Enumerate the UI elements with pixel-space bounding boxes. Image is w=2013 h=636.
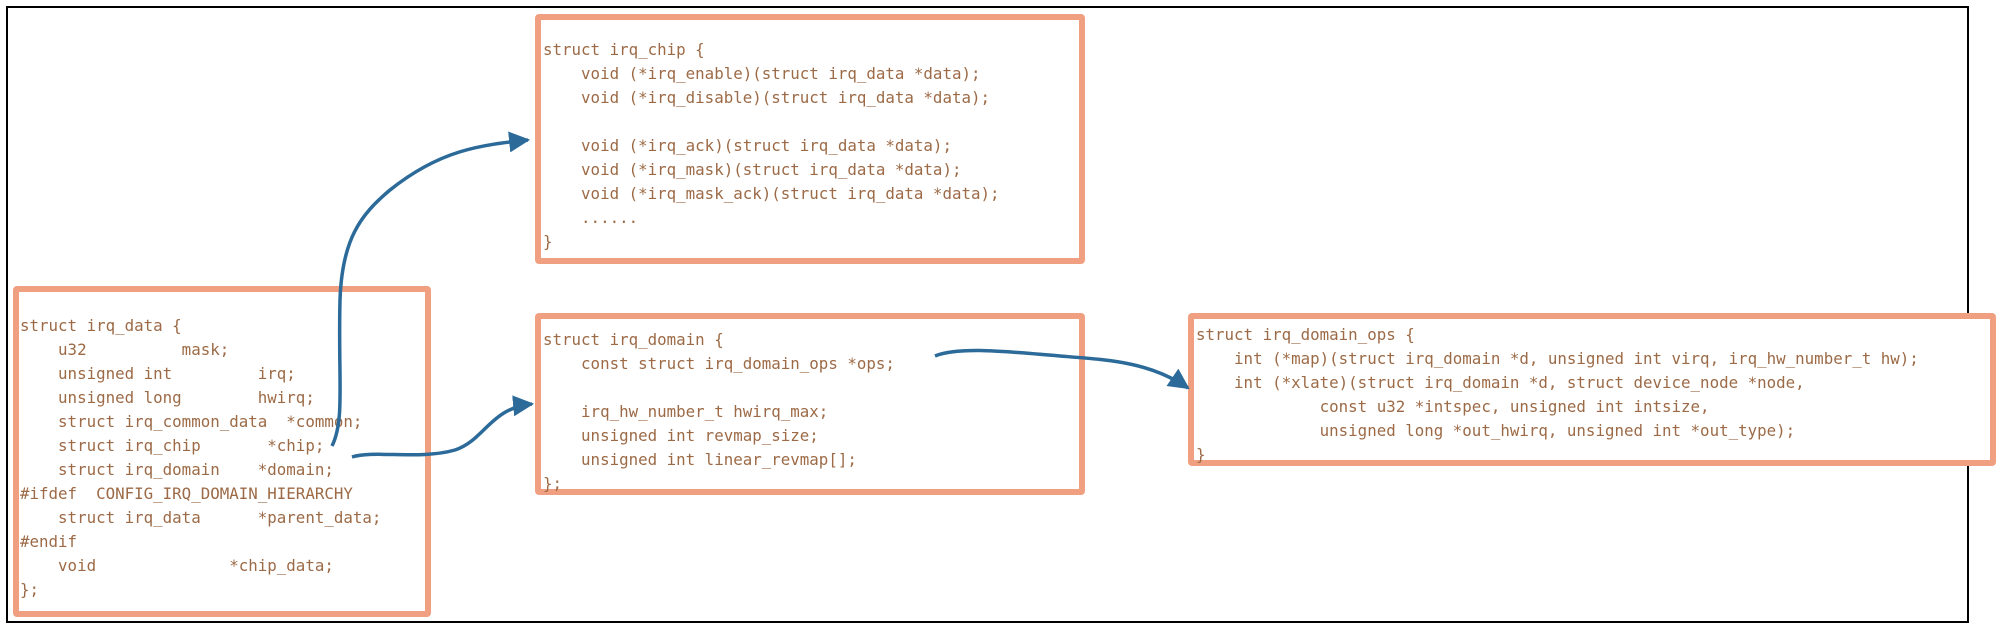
code-line: int (*map)(struct irq_domain *d, unsigne… — [1196, 349, 1919, 368]
code-line — [543, 110, 1000, 134]
code-line: void (*irq_mask)(struct irq_data *data); — [543, 160, 962, 179]
irq-data-code: struct irq_data { u32 mask; unsigned int… — [20, 314, 381, 602]
code-line: struct irq_chip *chip; — [20, 436, 325, 455]
code-line: struct irq_domain { — [543, 330, 724, 349]
irq-data-struct-box: struct irq_data { u32 mask; unsigned int… — [13, 286, 431, 617]
code-line: struct irq_common_data *common; — [20, 412, 363, 431]
code-line: unsigned int irq; — [20, 364, 296, 383]
code-line: struct irq_data { — [20, 316, 182, 335]
code-line: void (*irq_mask_ack)(struct irq_data *da… — [543, 184, 1000, 203]
code-line: #endif — [20, 532, 78, 551]
code-line — [543, 376, 895, 400]
irq-chip-code: struct irq_chip { void (*irq_enable)(str… — [543, 38, 1000, 254]
code-line: void *chip_data; — [20, 556, 334, 575]
code-line: void (*irq_ack)(struct irq_data *data); — [543, 136, 952, 155]
code-line: struct irq_data *parent_data; — [20, 508, 382, 527]
code-line: struct irq_domain *domain; — [20, 460, 334, 479]
code-line: struct irq_chip { — [543, 40, 705, 59]
irq-chip-struct-box: struct irq_chip { void (*irq_enable)(str… — [535, 14, 1085, 264]
code-line: } — [543, 232, 553, 251]
code-line: const struct irq_domain_ops *ops; — [543, 354, 895, 373]
code-line: irq_hw_number_t hwirq_max; — [543, 402, 829, 421]
code-line: unsigned long *out_hwirq, unsigned int *… — [1196, 421, 1796, 440]
code-line: void (*irq_enable)(struct irq_data *data… — [543, 64, 981, 83]
code-line: }; — [543, 474, 563, 493]
irq-domain-struct-box: struct irq_domain { const struct irq_dom… — [535, 313, 1085, 495]
irq-domain-ops-struct-box: struct irq_domain_ops { int (*map)(struc… — [1188, 313, 1996, 466]
code-line: unsigned long hwirq; — [20, 388, 315, 407]
code-line: int (*xlate)(struct irq_domain *d, struc… — [1196, 373, 1805, 392]
code-line: unsigned int linear_revmap[]; — [543, 450, 857, 469]
irq-domain-ops-code: struct irq_domain_ops { int (*map)(struc… — [1196, 323, 1919, 467]
irq-domain-code: struct irq_domain { const struct irq_dom… — [543, 328, 895, 496]
code-line: } — [1196, 445, 1206, 464]
code-line: const u32 *intspec, unsigned int intsize… — [1196, 397, 1710, 416]
code-line: }; — [20, 580, 40, 599]
code-line: #ifdef CONFIG_IRQ_DOMAIN_HIERARCHY — [20, 484, 353, 503]
code-line: unsigned int revmap_size; — [543, 426, 819, 445]
code-line: void (*irq_disable)(struct irq_data *dat… — [543, 88, 990, 107]
code-line: struct irq_domain_ops { — [1196, 325, 1415, 344]
code-line: ...... — [543, 208, 639, 227]
code-line: u32 mask; — [20, 340, 230, 359]
